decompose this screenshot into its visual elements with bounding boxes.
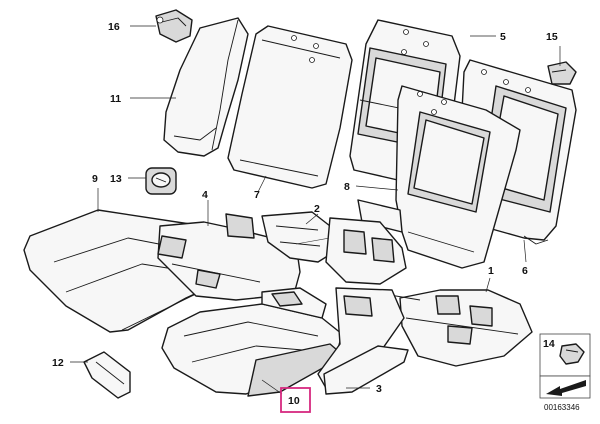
callout-14: 14 [543, 338, 555, 350]
inset-fastener-14: 14 [539, 333, 591, 377]
part-clip-16 [155, 9, 193, 43]
callout-6: 6 [522, 265, 528, 277]
callout-13: 13 [110, 173, 122, 185]
callout-12: 12 [52, 357, 64, 369]
part-clip-15 [547, 61, 577, 85]
callout-4: 4 [202, 189, 208, 201]
callout-7: 7 [254, 189, 260, 201]
highlighted-callout: 10 [280, 387, 311, 413]
callout-5: 5 [500, 31, 506, 43]
callout-16: 16 [108, 21, 120, 33]
callout-11: 11 [110, 93, 121, 105]
highlight-frame [280, 387, 311, 413]
leader-lines [70, 25, 561, 395]
diagram-code: 00163346 [544, 403, 580, 412]
part-trim-clip-12 [83, 351, 131, 399]
callout-3: 3 [376, 383, 382, 395]
callout-1: 1 [488, 265, 494, 277]
part-seat-frame-1 [325, 217, 533, 367]
part-seat-shell-4 [157, 213, 301, 301]
direction-arrow-icon [546, 380, 586, 396]
callout-labels: 16 11 13 9 7 8 5 15 4 2 1 6 3 12 [52, 21, 558, 395]
part-side-trim-3 [317, 287, 409, 395]
callout-9: 9 [92, 173, 98, 185]
callout-2: 2 [314, 203, 320, 215]
callout-8: 8 [344, 181, 350, 193]
callout-10: 10 [288, 395, 300, 407]
part-backrest-foam [227, 25, 353, 189]
part-side-bolster [163, 17, 249, 157]
inset-arrow [539, 375, 591, 399]
part-seat-cushion-10 [161, 287, 345, 397]
part-button-13 [145, 167, 177, 195]
callout-15: 15 [546, 31, 558, 43]
part-backrest-cushion-8 [357, 85, 521, 269]
